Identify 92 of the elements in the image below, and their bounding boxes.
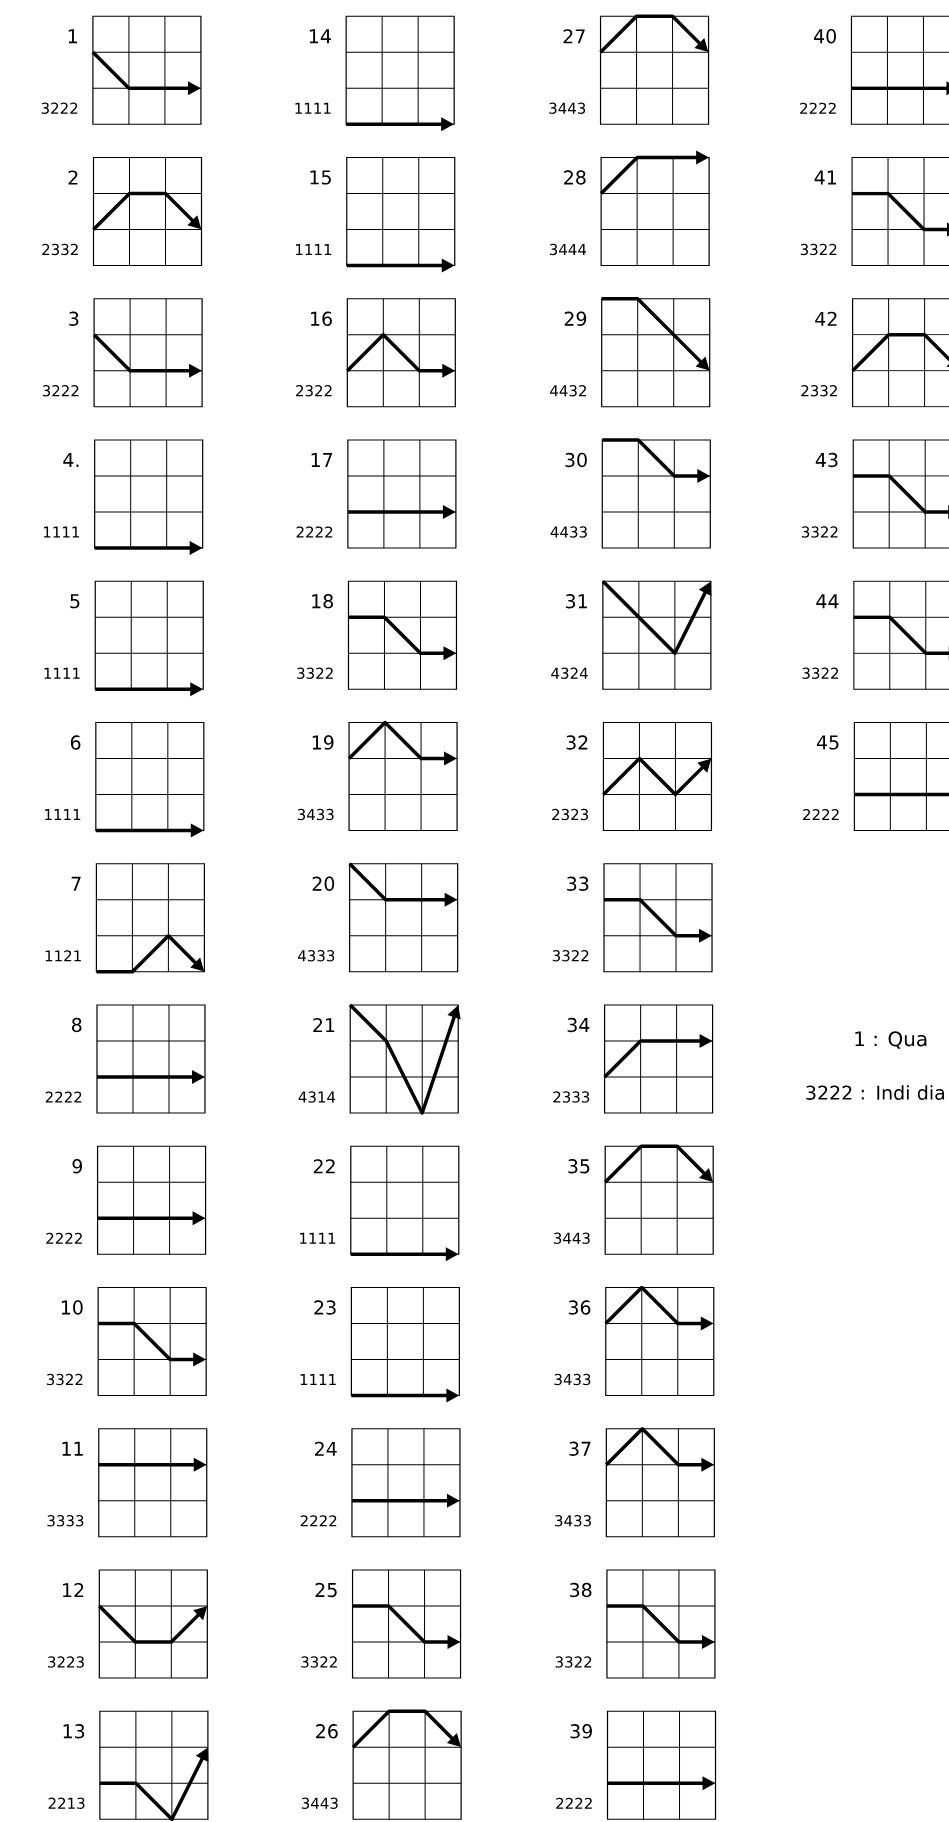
panel-number: 45	[816, 735, 839, 750]
panel-number: 33	[567, 876, 589, 891]
panel-number: 36	[568, 1300, 591, 1315]
panel-number: 1	[68, 29, 77, 44]
panel-number: 31	[565, 594, 587, 609]
panel-number: 19	[312, 735, 334, 750]
code-label: 2222	[800, 102, 836, 114]
code-label: 1111	[296, 244, 332, 255]
code-label: 3433	[554, 1373, 591, 1386]
code-label: 3322	[301, 1656, 337, 1668]
panel-number: 30	[565, 452, 587, 468]
panel-number: 11	[62, 1441, 83, 1456]
legend-text: 1 : Qua	[855, 1031, 927, 1049]
legend-text: 3222 : Indi dia	[806, 1085, 945, 1100]
code-label: 1121	[45, 950, 81, 962]
code-label: 3322	[297, 667, 333, 679]
panel-number: 5	[70, 594, 80, 609]
code-label: 4433	[550, 526, 587, 538]
code-label: 4314	[298, 1091, 336, 1103]
panel-number: 18	[312, 594, 333, 609]
panel-number: 15	[310, 170, 331, 185]
panel-number: 7	[71, 876, 81, 891]
code-label: 3222	[42, 385, 79, 397]
code-label: 3223	[48, 1656, 84, 1668]
panel-number: 8	[72, 1017, 82, 1033]
panel-number: 28	[564, 170, 586, 185]
panel-number: 43	[815, 452, 838, 468]
panel-number: 44	[816, 594, 839, 609]
code-label: 1111	[45, 809, 81, 820]
code-label: 3322	[802, 667, 839, 679]
code-label: 2222	[556, 1797, 592, 1809]
panel-number: 10	[61, 1300, 83, 1315]
code-label: 3444	[549, 243, 587, 256]
panel-number: 25	[315, 1582, 337, 1598]
code-label: 3222	[41, 102, 78, 114]
code-label: 2222	[300, 1515, 337, 1527]
panel-number: 38	[570, 1582, 592, 1598]
code-label: 2323	[552, 808, 589, 821]
code-label: 2222	[803, 808, 839, 821]
code-label: 3333	[47, 1515, 84, 1527]
code-label: 3443	[301, 1797, 338, 1809]
code-label: 3322	[800, 243, 837, 256]
panel-number: 41	[814, 170, 837, 185]
panel-number: 40	[814, 29, 836, 44]
panel-number: 4.	[63, 453, 79, 467]
panel-number: 6	[70, 735, 81, 750]
code-label: 4324	[551, 667, 588, 679]
panel-number: 26	[316, 1724, 338, 1739]
code-label: 1111	[295, 102, 331, 114]
panel-number: 24	[315, 1441, 337, 1456]
code-label: 1111	[44, 667, 80, 679]
panel-number: 16	[311, 311, 332, 326]
panel-number: 39	[570, 1724, 592, 1739]
code-label: 2332	[801, 385, 837, 397]
code-label: 3322	[552, 950, 589, 962]
panel-number: 37	[569, 1441, 591, 1456]
code-label: 3443	[553, 1232, 590, 1244]
panel-number: 34	[567, 1017, 590, 1033]
panel-number: 27	[563, 29, 585, 44]
panel-number: 23	[314, 1300, 336, 1315]
code-label: 3443	[549, 102, 586, 114]
panel-number: 2	[68, 170, 78, 185]
code-label: 3433	[555, 1515, 591, 1527]
panel-number: 9	[72, 1159, 82, 1174]
code-label: 2213	[48, 1797, 85, 1809]
panel-number: 12	[63, 1582, 84, 1598]
panel-number: 22	[313, 1159, 335, 1174]
code-label: 2222	[45, 1091, 82, 1103]
code-label: 3322	[801, 526, 838, 538]
code-label: 2332	[42, 243, 78, 256]
code-label: 3322	[46, 1373, 83, 1386]
panel-number: 21	[313, 1017, 335, 1033]
panel-number: 17	[311, 453, 333, 467]
code-label: 2222	[46, 1232, 82, 1244]
code-label: 1111	[300, 1374, 336, 1385]
panel-number: 3	[69, 311, 79, 326]
panel-number: 29	[564, 311, 587, 326]
code-label: 4333	[298, 950, 335, 962]
code-label: 2333	[553, 1091, 590, 1103]
panel-number: 42	[815, 311, 837, 326]
panel-number: 35	[568, 1159, 590, 1174]
panel-number: 20	[312, 876, 335, 891]
code-label: 3433	[297, 808, 334, 821]
code-label: 3322	[555, 1656, 592, 1668]
code-label: 4432	[550, 385, 586, 397]
panel-number: 14	[309, 29, 331, 44]
panel-number: 32	[566, 735, 588, 750]
panel-number: 13	[63, 1724, 85, 1739]
code-label: 1111	[43, 526, 80, 538]
code-label: 2322	[296, 385, 332, 397]
code-label: 1111	[300, 1232, 336, 1244]
code-label: 2222	[296, 526, 333, 538]
